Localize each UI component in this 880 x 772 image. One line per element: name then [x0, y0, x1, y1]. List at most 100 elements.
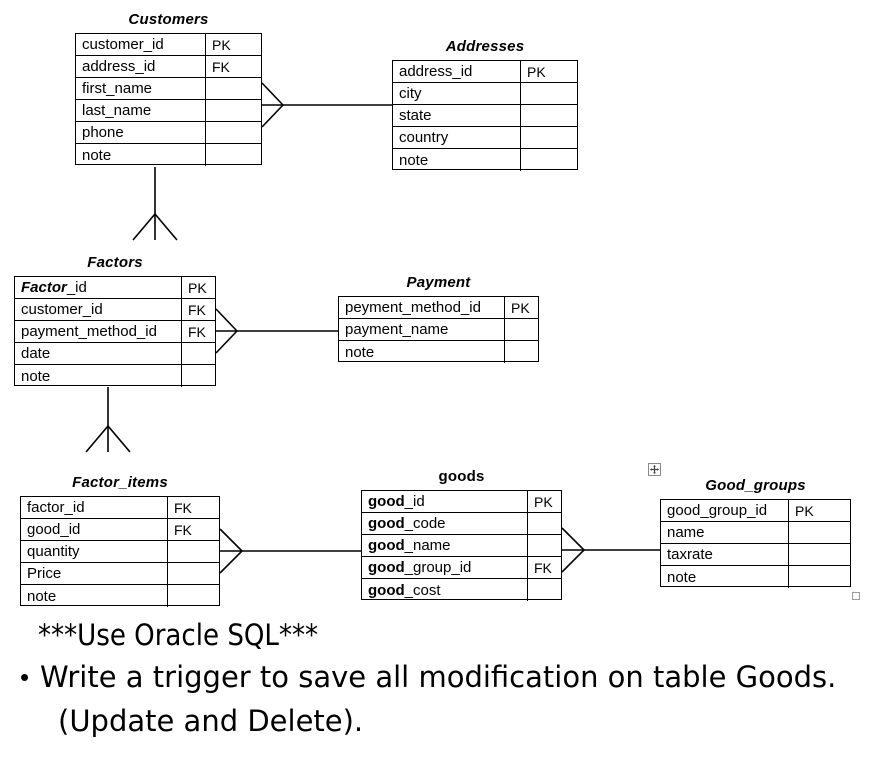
field-key: PK	[212, 36, 231, 53]
connector-factor-items-goods	[219, 528, 361, 574]
field-key	[206, 144, 261, 166]
connector-goods-good-groups	[561, 527, 660, 573]
field-key	[182, 343, 215, 364]
field-name: date	[15, 343, 182, 364]
field-row[interactable]: peyment_method_id PK	[339, 297, 538, 319]
field-row[interactable]: payment_name	[339, 319, 538, 341]
field-name: phone	[76, 122, 206, 143]
field-name-suffix: _group_id	[404, 559, 472, 576]
field-key	[789, 544, 850, 565]
field-key	[528, 535, 561, 556]
field-row[interactable]: payment_method_id FK	[15, 321, 215, 343]
field-name-suffix: _cost	[404, 581, 441, 599]
field-row[interactable]: note	[393, 149, 577, 171]
field-name: taxrate	[661, 544, 789, 565]
field-name: address_id	[393, 61, 521, 82]
field-key	[789, 522, 850, 543]
field-row[interactable]: taxrate	[661, 544, 850, 566]
field-name: good_group_id	[661, 500, 789, 521]
field-name: note	[15, 365, 182, 387]
field-row[interactable]: country	[393, 127, 577, 149]
field-key	[789, 566, 850, 588]
field-key	[168, 541, 219, 562]
field-key	[182, 365, 215, 387]
move-cross-icon[interactable]	[648, 463, 661, 476]
field-row[interactable]: note	[21, 585, 219, 607]
field-row[interactable]: good_group_id FK	[362, 557, 561, 579]
entity-title-payment: Payment	[406, 274, 471, 291]
field-key	[206, 100, 261, 121]
field-row[interactable]: first_name	[76, 78, 261, 100]
field-row[interactable]: last_name	[76, 100, 261, 122]
field-row[interactable]: address_id PK	[393, 61, 577, 83]
field-name: note	[21, 585, 168, 607]
field-name: address_id	[76, 56, 206, 77]
field-key	[505, 341, 538, 363]
field-name: payment_method_id	[15, 321, 182, 342]
field-key: FK	[174, 521, 192, 538]
entity-title-good_groups: Good_groups	[705, 477, 806, 494]
field-key: FK	[188, 323, 206, 340]
field-row[interactable]: phone	[76, 122, 261, 144]
field-key	[168, 563, 219, 584]
field-name: note	[76, 144, 206, 166]
field-row[interactable]: note	[339, 341, 538, 363]
field-key: PK	[511, 299, 530, 316]
field-key	[505, 319, 538, 340]
field-name-prefix: good	[368, 559, 405, 576]
field-name-suffix: _code	[404, 515, 446, 532]
field-key	[528, 579, 561, 601]
bullet-icon: •	[20, 662, 30, 692]
field-row[interactable]: quantity	[21, 541, 219, 563]
field-name-prefix: good	[368, 515, 405, 532]
field-name: country	[393, 127, 521, 148]
resize-handle[interactable]	[852, 592, 860, 600]
field-name-suffix: _id	[66, 279, 87, 296]
field-name: last_name	[76, 100, 206, 121]
field-name: peyment_method_id	[339, 297, 505, 318]
field-row[interactable]: name	[661, 522, 850, 544]
field-row[interactable]: good_cost	[362, 579, 561, 601]
field-key: PK	[795, 502, 814, 519]
field-name: name	[661, 522, 789, 543]
field-row[interactable]: customer_id PK	[76, 34, 261, 56]
field-key: FK	[174, 499, 192, 516]
field-name: first_name	[76, 78, 206, 99]
field-row[interactable]: factor_id FK	[21, 497, 219, 519]
field-key	[521, 149, 577, 171]
field-row[interactable]: note	[76, 144, 261, 166]
field-name: factor_id	[21, 497, 168, 518]
field-name: note	[393, 149, 521, 171]
field-name: good_name	[362, 535, 528, 556]
field-name-suffix: _name	[404, 537, 451, 554]
field-row[interactable]: date	[15, 343, 215, 365]
field-name: state	[393, 105, 521, 126]
connector-factors-payment	[215, 308, 338, 354]
field-key: PK	[188, 279, 207, 296]
field-row[interactable]: good_name	[362, 535, 561, 557]
field-row[interactable]: note	[661, 566, 850, 588]
field-row[interactable]: state	[393, 105, 577, 127]
prompt-line-1: Write a trigger to save all modification…	[40, 660, 837, 694]
field-row[interactable]: good_group_id PK	[661, 500, 850, 522]
field-name-prefix: good	[368, 493, 405, 510]
field-key: FK	[534, 559, 552, 576]
field-key	[168, 585, 219, 607]
field-row[interactable]: city	[393, 83, 577, 105]
field-row[interactable]: good_code	[362, 513, 561, 535]
field-name: customer_id	[76, 34, 206, 55]
field-row[interactable]: note	[15, 365, 215, 387]
field-key	[521, 83, 577, 104]
field-row[interactable]: Price	[21, 563, 219, 585]
field-key: PK	[527, 63, 546, 80]
